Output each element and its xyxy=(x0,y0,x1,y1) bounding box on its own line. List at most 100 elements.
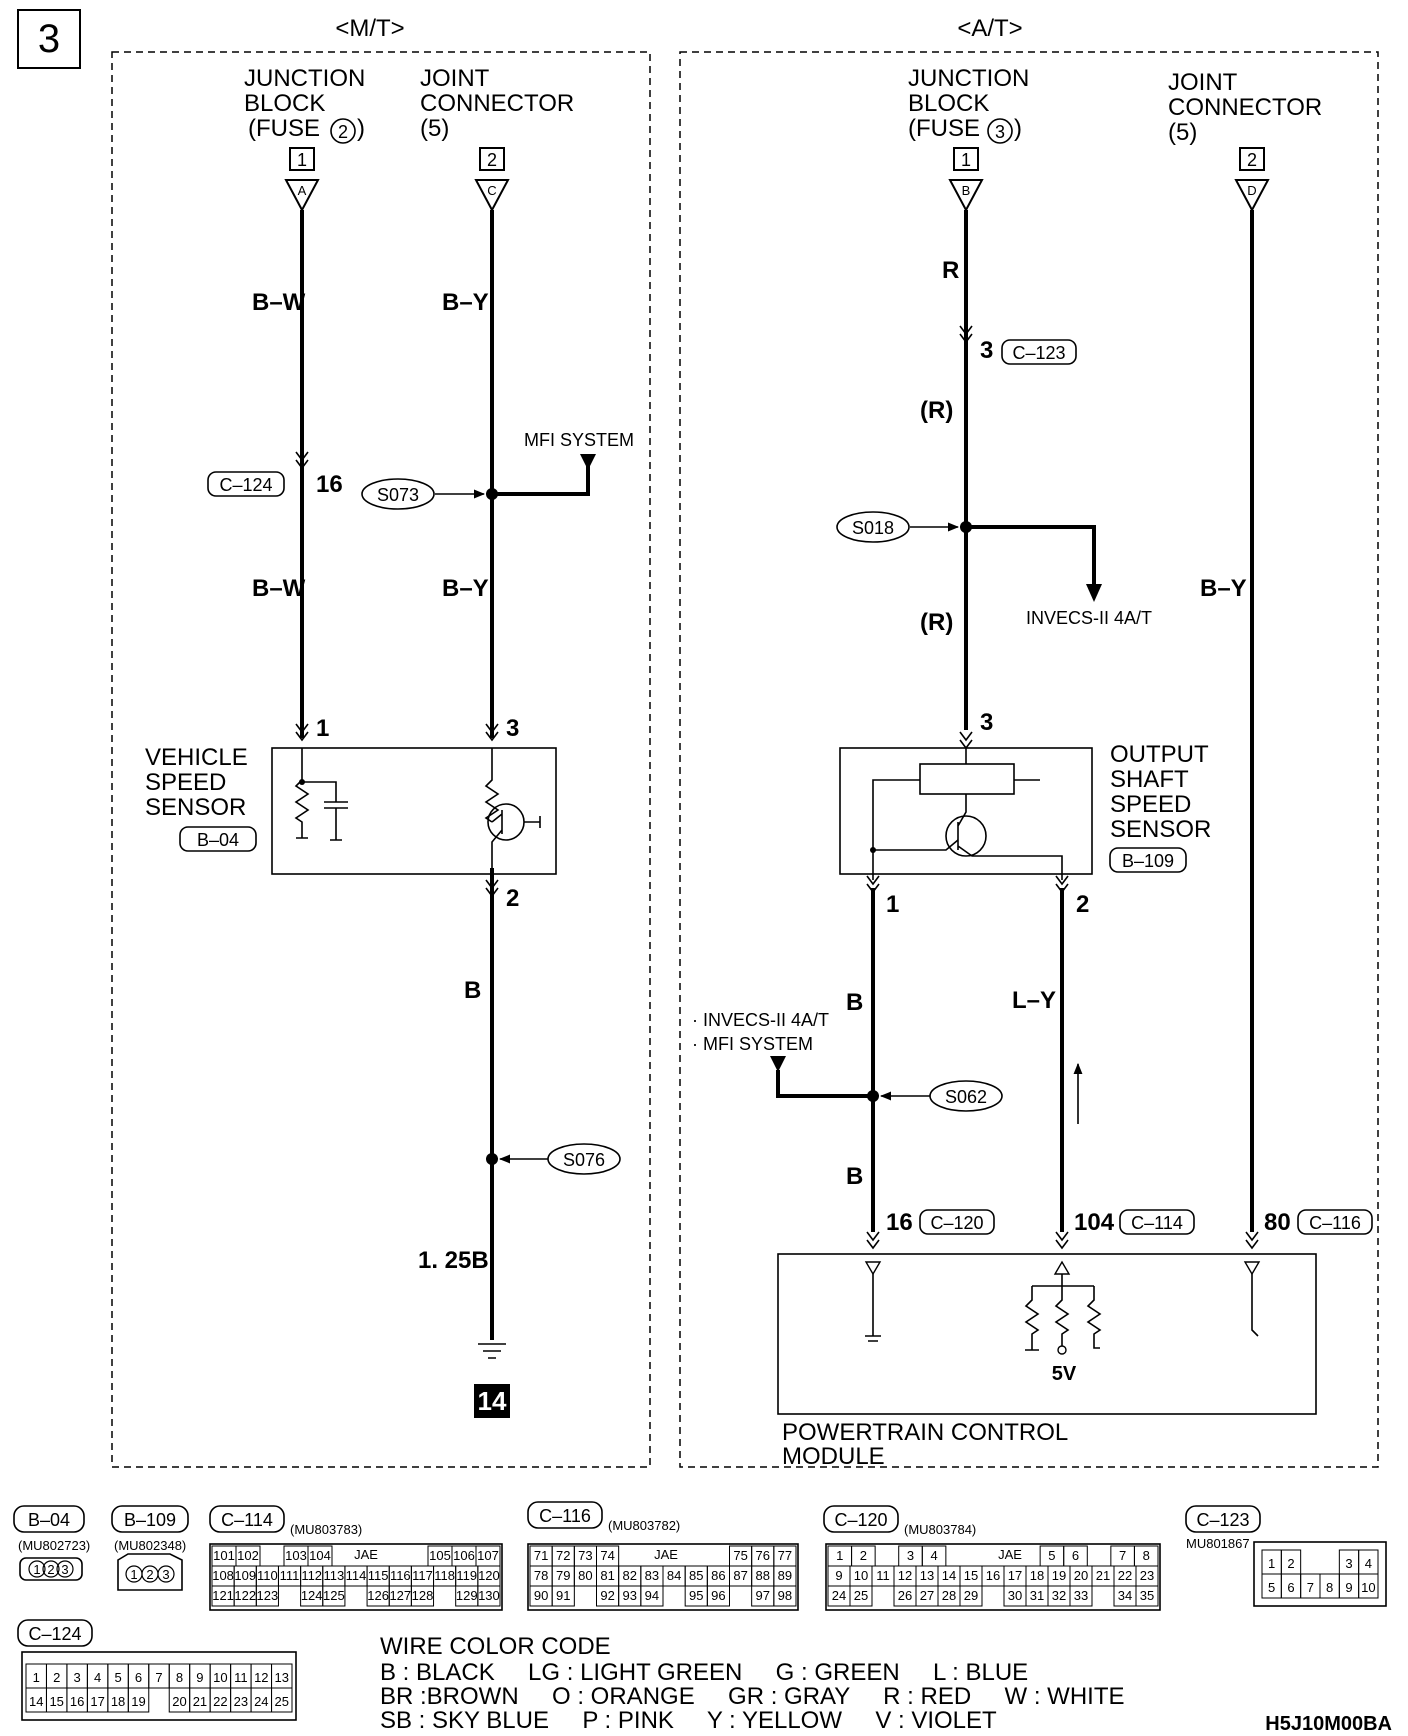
connector-pin-number: 33 xyxy=(1074,1588,1088,1603)
svg-text:1: 1 xyxy=(33,1562,40,1577)
connector-pin-number: 13 xyxy=(920,1568,934,1583)
at-pcm-pin-16: 16 xyxy=(886,1209,913,1236)
svg-text:WIRE COLOR CODE: WIRE COLOR CODE xyxy=(380,1633,611,1660)
page-number-box xyxy=(17,9,81,69)
connector-pin-number: 20 xyxy=(172,1694,186,1709)
connector-pin-number: 125 xyxy=(323,1588,345,1603)
mt-s073-node xyxy=(486,488,498,500)
connector-pin-number: 94 xyxy=(645,1588,659,1603)
connector-pin-number: 89 xyxy=(778,1568,792,1583)
connector-pin-number: 6 xyxy=(135,1670,142,1685)
connector-pin-number: 117 xyxy=(412,1568,433,1583)
connector-pin-cell xyxy=(551,1585,575,1607)
connector-pin-number: 15 xyxy=(964,1568,978,1583)
svg-text:SPEED: SPEED xyxy=(1110,791,1191,818)
svg-text:B–109: B–109 xyxy=(1122,851,1174,871)
connector-pin-number: 7 xyxy=(1307,1580,1314,1595)
at-invecs-arrowhead xyxy=(1086,584,1102,602)
connector-pin-number: 101 xyxy=(213,1548,235,1563)
svg-text:SB : SKY BLUE P : PINK: SB : SKY BLUE P : PINK Y : YELLOW V : VI… xyxy=(380,1707,997,1734)
connector-pin-number: 6 xyxy=(1287,1580,1294,1595)
connector-pin-cell xyxy=(127,1687,150,1713)
connector-pin-number: 120 xyxy=(478,1568,500,1583)
svg-text:B–04: B–04 xyxy=(197,830,239,850)
connector-pin-number: 78 xyxy=(534,1568,548,1583)
connector-pin-number: 87 xyxy=(733,1568,747,1583)
svg-text:2: 2 xyxy=(506,885,519,912)
connector-pin-number: 15 xyxy=(49,1694,63,1709)
connector-pin-number: 10 xyxy=(1361,1580,1375,1595)
svg-text:2: 2 xyxy=(47,1562,54,1577)
svg-text:JAE: JAE xyxy=(998,1547,1022,1562)
connector-pin-number: 25 xyxy=(854,1588,868,1603)
svg-text:C: C xyxy=(487,183,496,198)
connector-pin-number: 5 xyxy=(114,1670,121,1685)
at-branch-label-2: · MFI SYSTEM xyxy=(692,1034,813,1054)
svg-text:B : BLACK LG : LIGHT GREEN: B : BLACK LG : LIGHT GREEN G : GREEN L :… xyxy=(380,1659,1028,1686)
svg-text:MU801867: MU801867 xyxy=(1186,1536,1250,1551)
svg-text:(MU803783): (MU803783) xyxy=(290,1522,362,1537)
connector-pin-number: 35 xyxy=(1140,1588,1154,1603)
svg-text:(FUSE: (FUSE xyxy=(908,115,980,142)
connector-pin-number: 121 xyxy=(212,1588,234,1603)
svg-text:SENSOR: SENSOR xyxy=(1110,816,1211,843)
connector-pin-number: 16 xyxy=(986,1568,1000,1583)
connector-pin-number: 9 xyxy=(835,1568,842,1583)
svg-text:B–04: B–04 xyxy=(28,1510,70,1530)
svg-text:B: B xyxy=(962,183,971,198)
mt-mfi-arrowhead xyxy=(580,454,596,470)
connector-pin-number: 20 xyxy=(1074,1568,1088,1583)
connector-pin-number: 106 xyxy=(453,1548,475,1563)
mt-section-label: <M/T> xyxy=(335,15,404,42)
svg-text:): ) xyxy=(357,115,365,142)
connector-pin-number: 10 xyxy=(213,1670,227,1685)
connector-pin-number: 26 xyxy=(898,1588,912,1603)
connector-pin-number: 23 xyxy=(1140,1568,1154,1583)
svg-text:CONNECTOR: CONNECTOR xyxy=(420,90,574,117)
connector-pin-number: 18 xyxy=(111,1694,125,1709)
connector-pin-cell xyxy=(255,1585,279,1607)
connector-pin-cell xyxy=(640,1585,664,1607)
connector-pin-number: 7 xyxy=(1119,1548,1126,1563)
mt-mfi-system: MFI SYSTEM xyxy=(524,430,634,450)
svg-text:14: 14 xyxy=(478,1386,507,1416)
connector-pin-number: 6 xyxy=(1072,1548,1079,1563)
at-s062-node xyxy=(867,1090,879,1102)
at-wire-b-label-2: B xyxy=(846,1163,863,1190)
connector-pin-number: 84 xyxy=(667,1568,681,1583)
connector-pin-number: 80 xyxy=(578,1568,592,1583)
connector-pin-number: 82 xyxy=(623,1568,637,1583)
svg-text:CONNECTOR: CONNECTOR xyxy=(1168,94,1322,121)
mt-s076-label: S076 xyxy=(563,1150,605,1170)
at-wire-invecs xyxy=(966,525,1096,588)
connector-pin-number: 23 xyxy=(234,1694,248,1709)
svg-text:1: 1 xyxy=(316,715,329,742)
connector-pin-number: 12 xyxy=(898,1568,912,1583)
at-wire-by-label: B–Y xyxy=(1200,575,1247,602)
svg-text:POWERTRAIN CONTROL: POWERTRAIN CONTROL xyxy=(782,1419,1068,1446)
connector-pin-number: 129 xyxy=(456,1588,478,1603)
connector-pin-number: 2 xyxy=(1287,1556,1294,1571)
at-powertrain-control-module: 5V POWERTRAIN CONTROL MODULE xyxy=(777,1253,1317,1470)
svg-text:2: 2 xyxy=(146,1567,153,1582)
svg-text:1: 1 xyxy=(886,891,899,918)
connector-pin-number: 76 xyxy=(756,1548,770,1563)
connector-pin-number: 85 xyxy=(689,1568,703,1583)
connector-b109: B–109 (MU802348) 1 2 3 xyxy=(111,1505,189,1591)
at-branch-label-1: · INVECS-II 4A/T xyxy=(692,1010,829,1030)
connector-pin-number: 13 xyxy=(275,1670,289,1685)
connector-pin-number: 71 xyxy=(534,1548,548,1563)
svg-text:1: 1 xyxy=(961,150,971,170)
at-invecs-label: INVECS-II 4A/T xyxy=(1026,608,1152,628)
connector-pin-number: 98 xyxy=(778,1588,792,1603)
svg-text:B–109: B–109 xyxy=(124,1510,176,1530)
connector-pin-number: 130 xyxy=(478,1588,500,1603)
mt-s076-node xyxy=(486,1153,498,1165)
svg-text:VEHICLE: VEHICLE xyxy=(145,744,248,771)
at-c123-label-box xyxy=(1001,339,1077,365)
connector-pin-number: 19 xyxy=(131,1694,145,1709)
